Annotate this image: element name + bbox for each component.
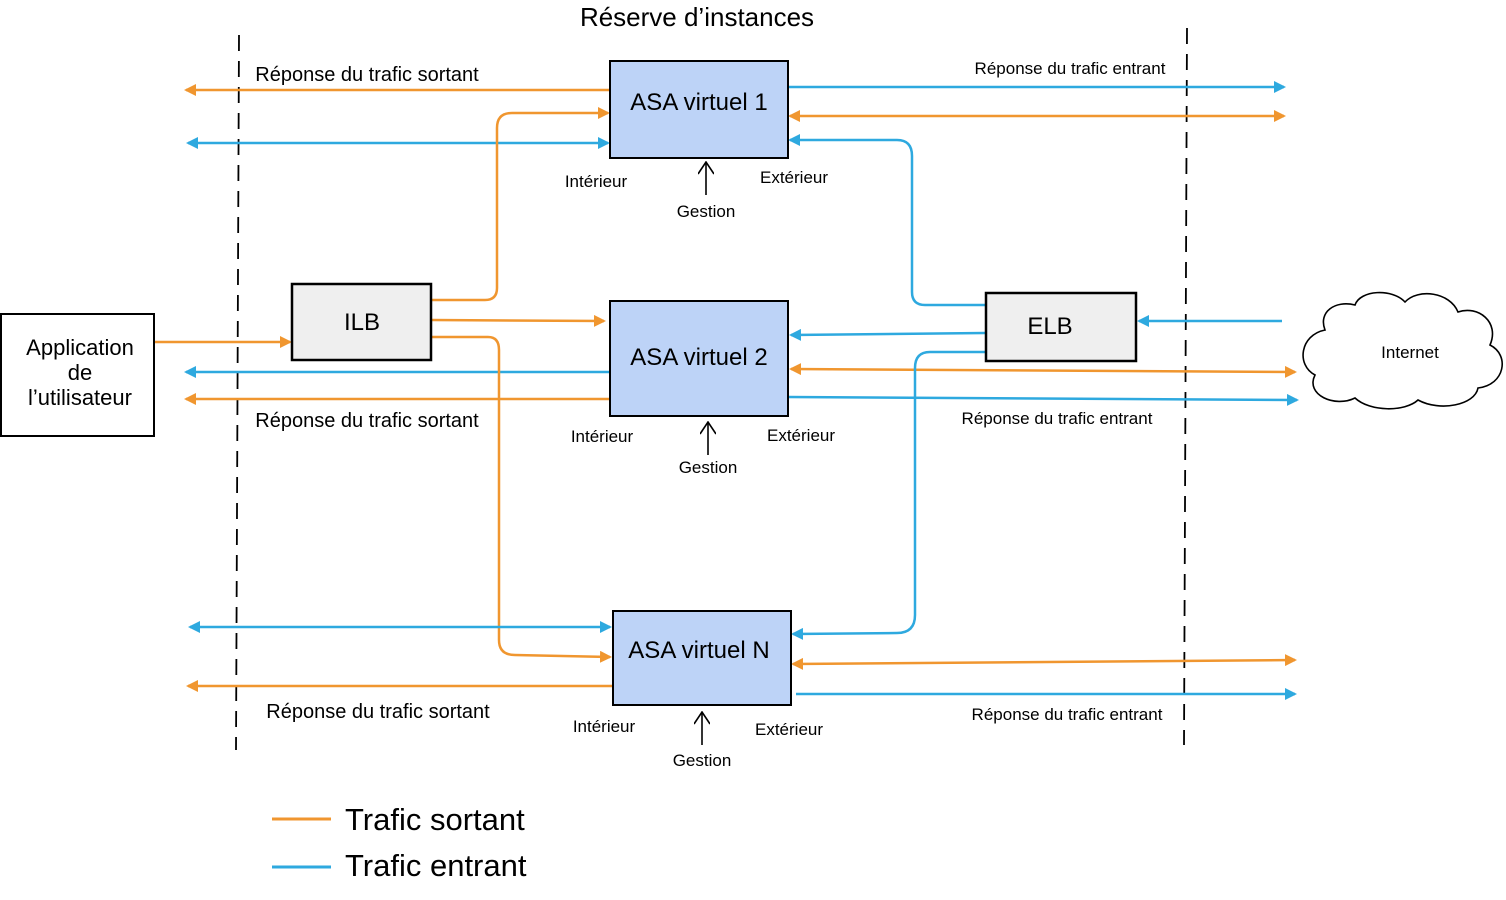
legend-inbound-label: Trafic entrant: [345, 848, 527, 883]
ilb-box: ILB: [290, 282, 433, 362]
ilb-to-asa1-path: [432, 107, 610, 302]
asaN-mgmt-label: Gestion: [673, 751, 732, 770]
asa2-outside-label: Extérieur: [767, 426, 835, 445]
asa2-arrows: [155, 314, 1299, 406]
asaN-label: ASA virtuel N: [628, 637, 769, 664]
asa2-inbound-response-label: Réponse du trafic entrant: [962, 409, 1153, 428]
asa2-outside-bidirectional-arrow: [789, 363, 1297, 378]
internet-label: Internet: [1381, 343, 1439, 362]
asa2-label: ASA virtuel 2: [630, 344, 767, 371]
app-box: Application de l’utilisateur: [0, 313, 155, 437]
asa1-outbound-response-label: Réponse du trafic sortant: [255, 64, 479, 86]
asa1-inbound-response-label: Réponse du trafic entrant: [975, 59, 1166, 78]
app-label-line2: de: [68, 360, 92, 385]
ilb-to-asaN-path: [432, 335, 612, 663]
asaN-inside-label: Intérieur: [573, 717, 636, 736]
elb-box: ELB: [984, 291, 1138, 363]
asa1-label: ASA virtuel 1: [630, 89, 767, 116]
legend-outbound-label: Trafic sortant: [345, 802, 525, 837]
internet-cloud: Internet: [1302, 291, 1503, 410]
asaN-arrows: [186, 335, 1297, 700]
elb-to-asa2-arrow: [789, 328, 986, 341]
asa2-inside-label: Intérieur: [571, 427, 634, 446]
asa2-box: ASA virtuel 2: [609, 300, 789, 417]
asa1-box: ASA virtuel 1: [609, 60, 789, 159]
ilb-label: ILB: [344, 309, 380, 336]
asa1-arrows: [184, 81, 1286, 307]
asaN-inbound-response-label: Réponse du trafic entrant: [972, 705, 1163, 724]
asa2-mgmt-label: Gestion: [679, 458, 738, 477]
app-label-line3: l’utilisateur: [28, 385, 132, 410]
ilb-to-asa2-arrow: [431, 314, 606, 327]
asa2-inbound-response-arrow: [787, 393, 1299, 406]
asaN-outside-label: Extérieur: [755, 720, 823, 739]
asaN-outbound-response-label: Réponse du trafic sortant: [266, 701, 490, 723]
elb-to-asaN-path: [791, 350, 985, 640]
right-boundary-line: [1183, 27, 1188, 746]
asa1-inside-label: Intérieur: [565, 172, 628, 191]
asaN-box: ASA virtuel N: [612, 610, 792, 706]
asaN-outside-bidirectional-arrow: [791, 654, 1297, 670]
asa1-mgmt-label: Gestion: [677, 202, 736, 221]
app-label-line1: Application: [26, 335, 134, 360]
elb-label: ELB: [1027, 313, 1072, 340]
asa1-outside-label: Extérieur: [760, 168, 828, 187]
asa2-outbound-response-label: Réponse du trafic sortant: [255, 410, 479, 432]
cloud-icon: [1302, 291, 1503, 410]
legend: Trafic sortant Trafic entrant: [272, 802, 527, 883]
elb-to-asa1-path: [788, 134, 985, 307]
left-boundary-line: [235, 34, 240, 751]
diagram-title: Réserve d’instances: [580, 2, 814, 32]
